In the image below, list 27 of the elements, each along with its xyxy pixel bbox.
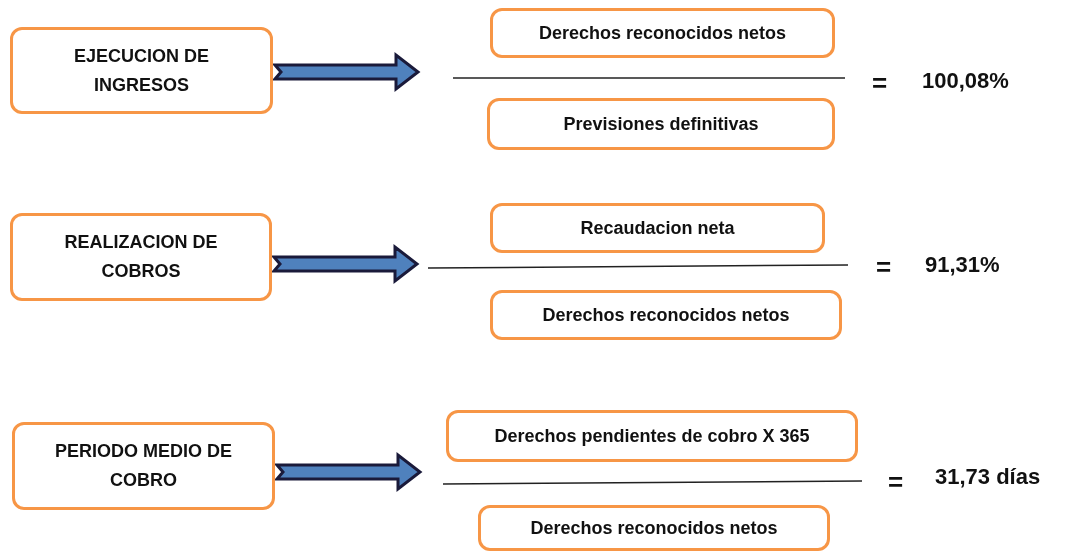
denominator-box bbox=[490, 290, 842, 340]
equals-sign: = bbox=[876, 252, 892, 283]
block-arrow bbox=[271, 51, 421, 93]
row-title-box bbox=[10, 213, 272, 301]
row-title-box bbox=[12, 422, 275, 510]
numerator-box bbox=[490, 8, 835, 58]
box-text: Derechos reconocidos netos bbox=[542, 303, 790, 327]
row-title-box bbox=[10, 27, 273, 114]
box-text: Derechos reconocidos netos bbox=[538, 21, 787, 45]
numerator-box bbox=[446, 410, 858, 462]
result-value: 31,73 días bbox=[935, 464, 1041, 490]
box-text: Derechos reconocidos netos bbox=[530, 516, 778, 540]
equals-sign: = bbox=[888, 467, 904, 498]
box-text: PERIODO MEDIO DE COBRO bbox=[54, 440, 233, 492]
block-arrow bbox=[270, 243, 420, 285]
box-text: Previsiones definitivas bbox=[563, 112, 759, 136]
box-text: Derechos pendientes de cobro X 365 bbox=[494, 424, 810, 448]
result-value: 100,08% bbox=[922, 68, 1009, 94]
denominator-box bbox=[478, 505, 830, 551]
box-text: Recaudacion neta bbox=[580, 216, 735, 240]
equals-sign: = bbox=[872, 68, 888, 99]
box-text: REALIZACION DE COBROS bbox=[63, 231, 219, 283]
block-arrow bbox=[273, 451, 423, 493]
numerator-box bbox=[490, 203, 825, 253]
denominator-box bbox=[487, 98, 835, 150]
box-text: EJECUCION DE INGRESOS bbox=[73, 44, 210, 97]
result-value: 91,31% bbox=[925, 252, 1000, 278]
